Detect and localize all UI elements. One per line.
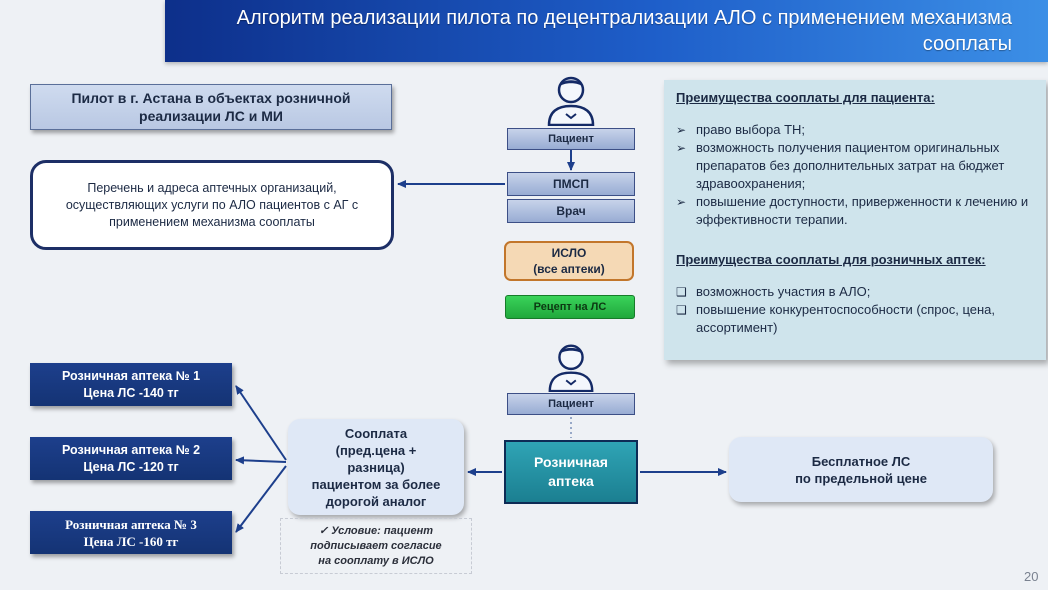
free-drug-box: Бесплатное ЛС по предельной цене bbox=[729, 437, 993, 502]
list-item: ➢возможность получения пациентом оригина… bbox=[676, 140, 1005, 191]
condition-line: на сооплату в ИСЛО bbox=[318, 554, 434, 567]
list-item: ➢право выбора ТН; bbox=[676, 122, 806, 137]
copay-box: Сооплата (пред.цена + разница) пациентом… bbox=[288, 419, 464, 515]
pharmacy-benefits-heading: Преимущества сооплаты для розничных апте… bbox=[676, 252, 986, 267]
prescription-box: Рецепт на ЛС bbox=[505, 295, 635, 319]
arrow-bullet-icon: ➢ bbox=[676, 123, 687, 137]
retail-line: аптека bbox=[548, 473, 594, 489]
arrow-copay-to-pharmacy-3 bbox=[235, 465, 287, 533]
free-line: Бесплатное ЛС bbox=[811, 453, 911, 469]
islo-sublabel: (все аптеки) bbox=[533, 262, 605, 276]
doctor-label: Врач bbox=[556, 204, 586, 218]
patient-bottom-icon bbox=[548, 344, 594, 392]
pharmacy-2-name: Розничная аптека № 2 bbox=[61, 442, 201, 457]
slide-title: Алгоритм реализации пилота по децентрали… bbox=[236, 7, 1012, 55]
islo-box: ИСЛО (все аптеки) bbox=[504, 241, 634, 281]
copay-line: пациентом за более bbox=[311, 476, 441, 492]
prescription-label: Рецепт на ЛС bbox=[533, 301, 607, 313]
patient-top-label: Пациент bbox=[548, 133, 594, 145]
patient-bottom-label: Пациент bbox=[548, 398, 594, 410]
copay-line: разница) bbox=[347, 459, 405, 475]
checkbox-bullet-icon: ❑ bbox=[676, 285, 687, 299]
arrow-bullet-icon: ➢ bbox=[676, 141, 687, 155]
pharmacy-3-box: Розничная аптека № 3 Цена ЛС -160 тг bbox=[30, 511, 232, 554]
patient-benefits-heading: Преимущества сооплаты для пациента: bbox=[676, 90, 935, 105]
retail-line: Розничная bbox=[534, 454, 608, 470]
copay-line: Сооплата bbox=[344, 425, 408, 441]
patient-bottom-box: Пациент bbox=[507, 393, 635, 415]
pharmacy-1-name: Розничная аптека № 1 bbox=[61, 368, 201, 383]
condition-note: ✓ Условие: пациент подписывает согласие … bbox=[280, 518, 472, 574]
arrow-bullet-icon: ➢ bbox=[676, 195, 687, 209]
pharmacy-benefits-list: ❑возможность участия в АЛО; ❑повышение к… bbox=[676, 283, 1034, 337]
check-icon: ✓ bbox=[318, 524, 332, 537]
list-item: ➢повышение доступности, приверженности к… bbox=[676, 194, 1029, 227]
pilot-label: Пилот в г. Астана в объектах розничной р… bbox=[71, 90, 351, 124]
benefits-panel: Преимущества сооплаты для пациента: ➢пра… bbox=[664, 80, 1046, 360]
pmsp-label: ПМСП bbox=[553, 177, 589, 191]
pharmacy-3-price: Цена ЛС -160 тг bbox=[83, 533, 179, 549]
free-line: по предельной цене bbox=[795, 470, 927, 486]
patient-top-icon bbox=[547, 76, 595, 126]
condition-line: подписывает согласие bbox=[310, 539, 442, 552]
checkbox-bullet-icon: ❑ bbox=[676, 303, 687, 317]
islo-label: ИСЛО bbox=[551, 246, 587, 260]
pharmacy-1-box: Розничная аптека № 1 Цена ЛС -140 тг bbox=[30, 363, 232, 406]
title-band: Алгоритм реализации пилота по децентрали… bbox=[165, 0, 1048, 62]
patient-top-box: Пациент bbox=[507, 128, 635, 150]
copay-line: (пред.цена + bbox=[335, 442, 417, 458]
pmsp-box: ПМСП bbox=[507, 172, 635, 196]
pharmacy-3-name: Розничная аптека № 3 bbox=[65, 516, 197, 532]
pharmacy-1-price: Цена ЛС -140 тг bbox=[83, 385, 179, 400]
pharmacy-list-note: Перечень и адреса аптечных организаций, … bbox=[65, 180, 359, 229]
copay-line: дорогой аналог bbox=[325, 493, 427, 509]
pharmacy-list-box: Перечень и адреса аптечных организаций, … bbox=[30, 160, 394, 250]
pharmacy-2-price: Цена ЛС -120 тг bbox=[83, 459, 179, 474]
pharmacy-2-box: Розничная аптека № 2 Цена ЛС -120 тг bbox=[30, 437, 232, 480]
doctor-box: Врач bbox=[507, 199, 635, 223]
arrow-copay-to-pharmacy-2 bbox=[235, 456, 287, 465]
patient-benefits-list: ➢право выбора ТН; ➢возможность получения… bbox=[676, 121, 1034, 229]
list-item: ❑повышение конкурентоспособности (спрос,… bbox=[676, 302, 995, 335]
retail-pharmacy-box: Розничная аптека bbox=[504, 440, 638, 504]
arrow-copay-to-pharmacy-1 bbox=[235, 385, 287, 461]
list-item: ❑возможность участия в АЛО; bbox=[676, 284, 871, 299]
condition-line: ✓ Условие: пациент bbox=[318, 524, 434, 537]
page-number: 20 bbox=[1024, 569, 1039, 584]
pilot-box: Пилот в г. Астана в объектах розничной р… bbox=[30, 84, 392, 130]
